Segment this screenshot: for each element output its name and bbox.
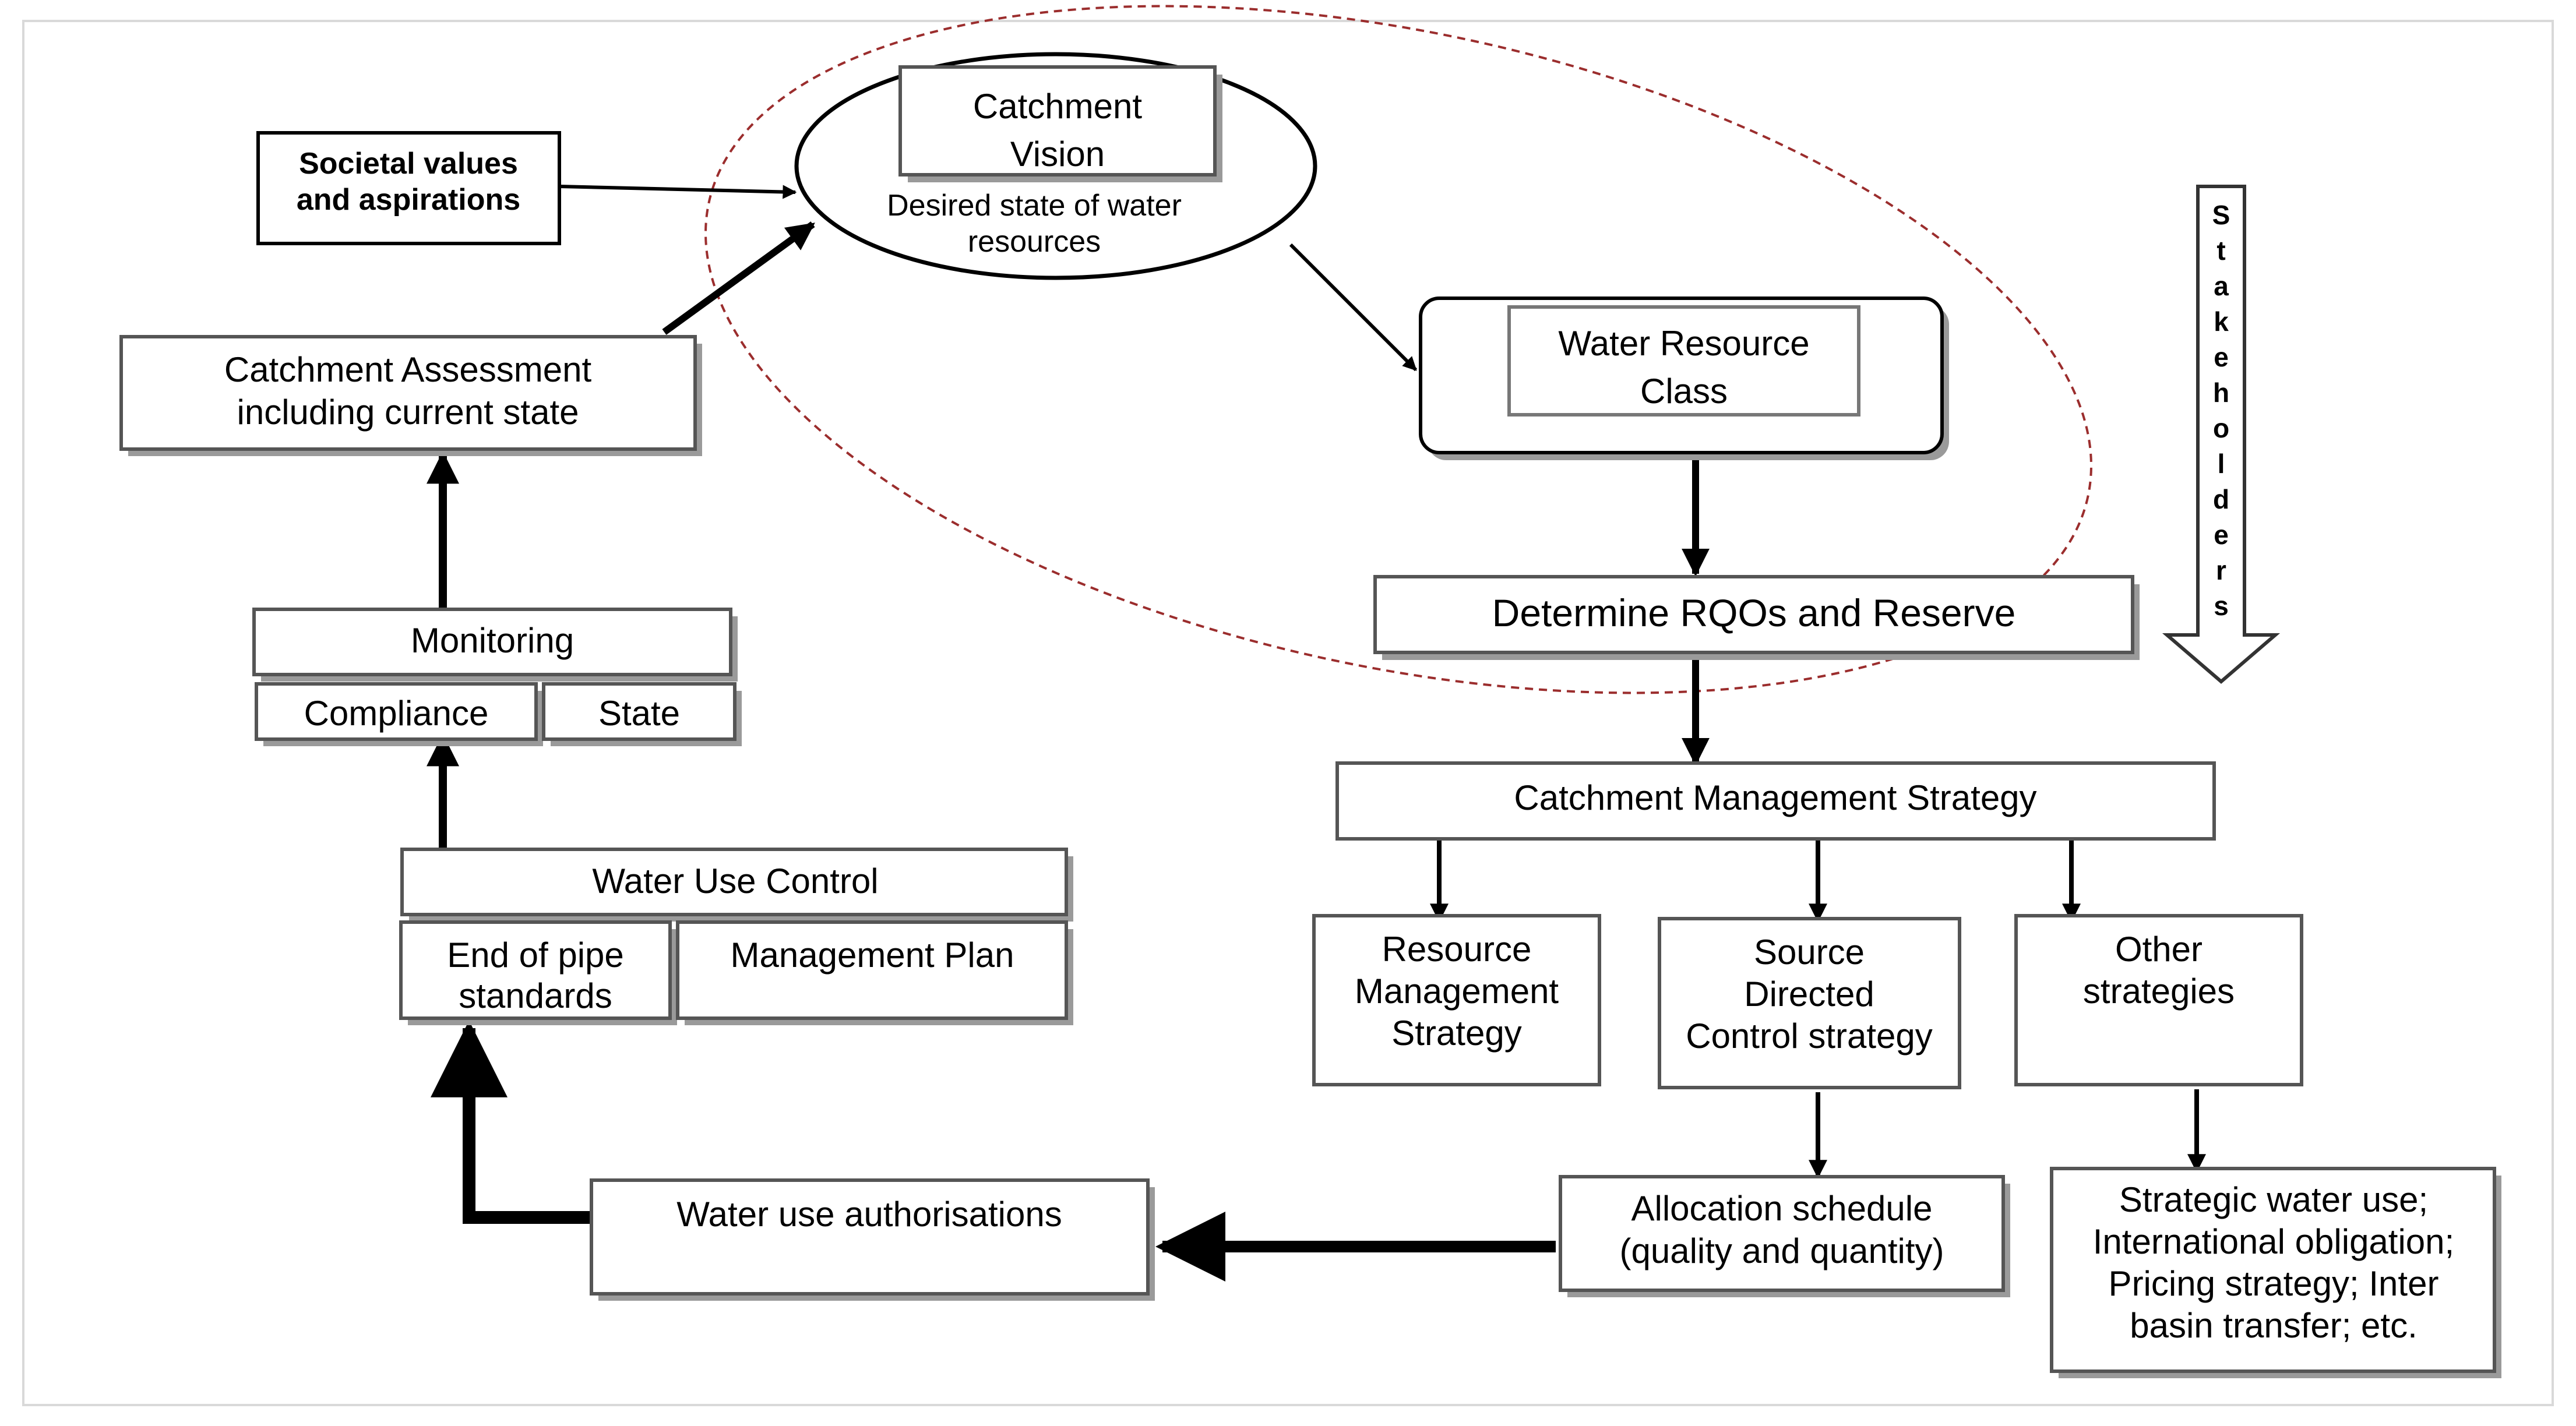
determine-rqos-node: Determine RQOs and Reserve: [1373, 575, 2140, 660]
state-label: State: [598, 694, 680, 733]
sdc-line-1: Source: [1754, 933, 1865, 972]
stakeholders-letter: h: [2213, 377, 2229, 408]
catchment-vision-line-2: Vision: [1010, 135, 1105, 174]
monitoring-label: Monitoring: [411, 621, 574, 660]
vision-scope-ellipse: [704, 5, 2092, 694]
stakeholders-letter: t: [2216, 235, 2225, 266]
vision-caption-line-2: resources: [968, 225, 1101, 259]
water-use-control-node: Water Use Control: [400, 848, 1073, 922]
end-of-pipe-line-2: standards: [459, 976, 612, 1015]
arrow-authorisations-to-endofpipe: [431, 1020, 591, 1224]
compliance-label: Compliance: [304, 694, 489, 733]
societal-values-box: Societal values and aspirations: [256, 131, 561, 245]
rms-line-3: Strategy: [1391, 1014, 1521, 1053]
catchment-assessment-node: Catchment Assessment including current s…: [119, 335, 702, 456]
strategic-line-3: Pricing strategy; Inter: [2109, 1264, 2439, 1303]
management-plan-label: Management Plan: [731, 936, 1014, 975]
other-strategies-node: Other strategies: [2014, 914, 2303, 1086]
catchment-assessment-line-1: Catchment Assessment: [224, 350, 592, 389]
determine-rqos-label: Determine RQOs and Reserve: [1492, 591, 2016, 634]
stakeholders-letter: e: [2214, 342, 2229, 372]
strategic-line-4: basin transfer; etc.: [2130, 1306, 2418, 1345]
water-resource-class-node: Water Resource Class: [1419, 297, 1949, 460]
stakeholders-letter: l: [2218, 449, 2225, 479]
catchment-vision-node: Catchment Vision Desired state of water …: [794, 52, 1317, 280]
vision-caption-line-1: Desired state of water: [887, 189, 1182, 223]
water-resource-class-line-2: Class: [1640, 372, 1728, 411]
water-use-control-label: Water Use Control: [592, 862, 878, 901]
catchment-vision-line-1: Catchment: [973, 87, 1142, 126]
strategic-line-2: International obligation;: [2093, 1222, 2454, 1261]
other-strategies-line-2: strategies: [2083, 972, 2235, 1011]
end-of-pipe-line-1: End of pipe: [447, 936, 624, 975]
resource-management-strategy-node: Resource Management Strategy: [1312, 914, 1601, 1086]
water-use-authorisations-node: Water use authorisations: [590, 1178, 1155, 1301]
stakeholders-letter: S: [2212, 200, 2230, 230]
stakeholders-letter: s: [2214, 591, 2229, 621]
sdc-line-2: Directed: [1744, 975, 1874, 1014]
rms-line-2: Management: [1355, 972, 1559, 1011]
water-resource-class-line-1: Water Resource: [1558, 324, 1809, 363]
stakeholders-letter: r: [2216, 555, 2226, 585]
authorisations-label: Water use authorisations: [676, 1195, 1062, 1234]
allocation-line-2: (quality and quantity): [1620, 1231, 1944, 1270]
arrow-assessment-to-vision: [662, 221, 815, 335]
catchment-assessment-line-2: including current state: [237, 393, 579, 432]
societal-values-line-2: and aspirations: [297, 183, 520, 217]
cms-label: Catchment Management Strategy: [1514, 778, 2036, 817]
stakeholders-letter: d: [2213, 484, 2229, 514]
end-of-pipe-node: End of pipe standards: [399, 920, 677, 1025]
strategic-line-1: Strategic water use;: [2119, 1180, 2428, 1219]
allocation-line-1: Allocation schedule: [1631, 1189, 1932, 1228]
compliance-node: Compliance: [255, 682, 543, 746]
rms-line-1: Resource: [1382, 930, 1532, 969]
state-node: State: [542, 682, 742, 746]
arrow-societal-to-vision: [559, 185, 797, 199]
stakeholders-letter: e: [2214, 520, 2229, 550]
catchment-management-strategy-node: Catchment Management Strategy: [1335, 761, 2216, 841]
arrow-vision-to-class: [1289, 243, 1418, 372]
source-directed-control-node: Source Directed Control strategy: [1658, 917, 1961, 1089]
societal-values-line-1: Societal values: [299, 147, 518, 181]
stakeholders-letter: k: [2214, 306, 2229, 337]
stakeholders-letter: a: [2214, 271, 2229, 301]
monitoring-node: Monitoring: [252, 608, 738, 682]
other-strategies-line-1: Other: [2115, 930, 2203, 969]
sdc-line-3: Control strategy: [1686, 1016, 1933, 1056]
management-plan-node: Management Plan: [676, 920, 1073, 1025]
strategic-water-use-node: Strategic water use; International oblig…: [2050, 1167, 2501, 1378]
stakeholders-letter: o: [2213, 413, 2229, 443]
allocation-schedule-node: Allocation schedule (quality and quantit…: [1559, 1175, 2010, 1297]
